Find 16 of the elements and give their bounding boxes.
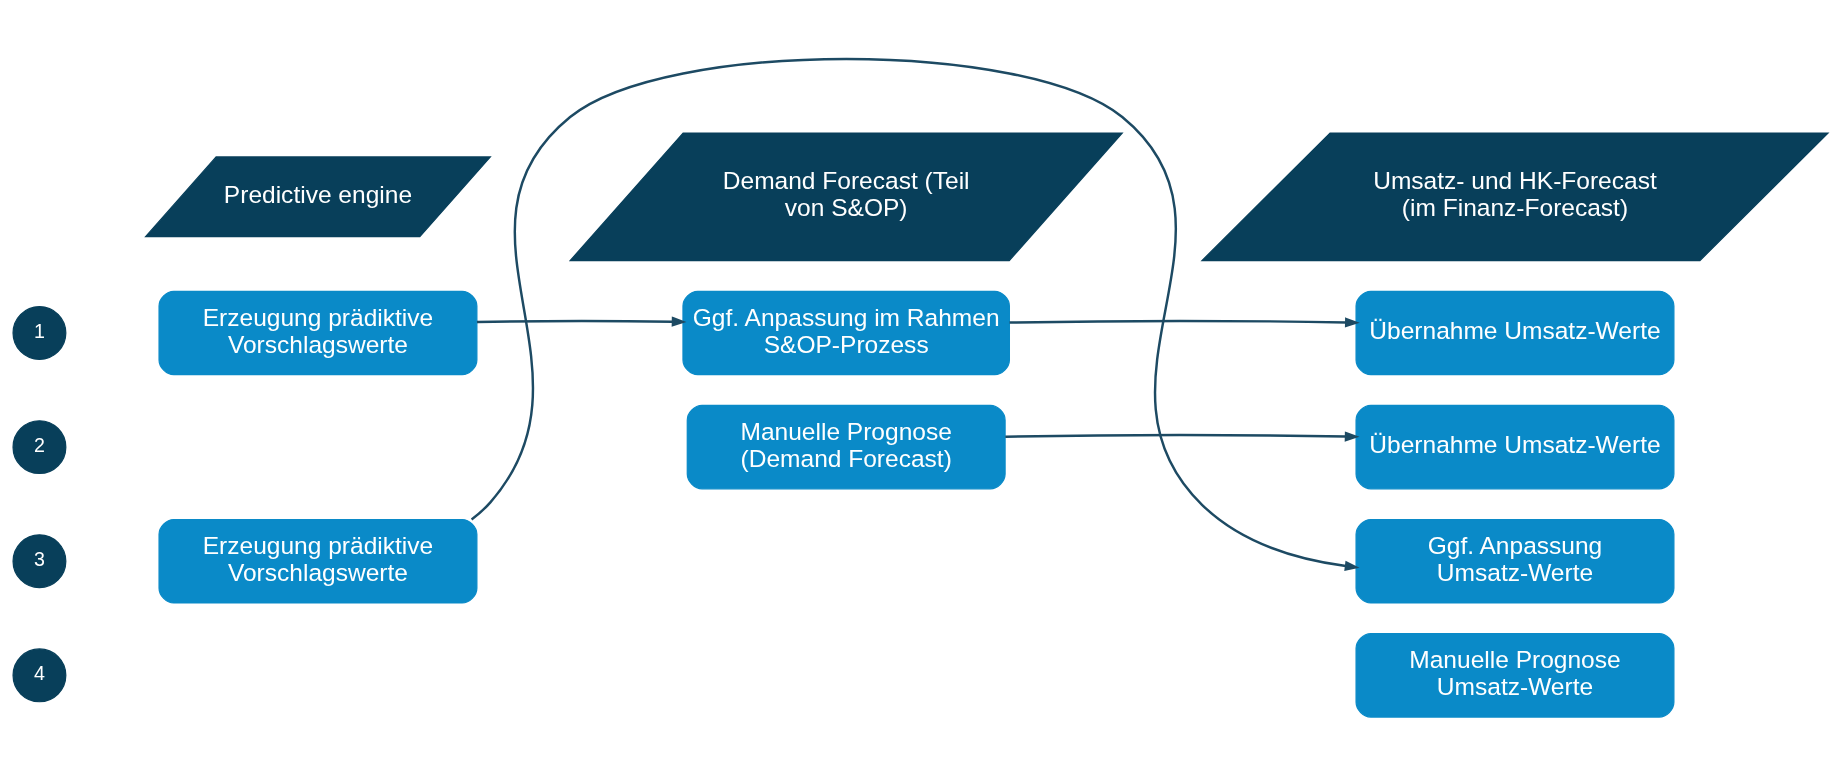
node-box: Erzeugung prädiktive Vorschlagswerte: [158, 290, 478, 376]
node-box: Übernahme Umsatz-Werte: [1355, 290, 1675, 376]
node-circle: 3: [12, 534, 67, 589]
node-box: Manuelle Prognose Umsatz-Werte: [1355, 633, 1675, 718]
node-box: Ggf. Anpassung Umsatz-Werte: [1355, 518, 1675, 604]
node-box: Übernahme Umsatz-Werte: [1355, 404, 1675, 490]
arrow: [476, 316, 687, 327]
node-box: Erzeugung prädiktive Vorschlagswerte: [158, 518, 478, 604]
node-circle: 1: [12, 306, 67, 360]
node-box: Manuelle Prognose (Demand Forecast): [686, 404, 1006, 490]
arrow: [1009, 317, 1360, 328]
node-box: Ggf. Anpassung im Rahmen S&OP-Prozess: [682, 290, 1010, 376]
arrow: [1005, 431, 1360, 442]
node-circle: 2: [12, 420, 67, 475]
node-circle: 4: [12, 648, 67, 703]
arrow: [470, 57, 1360, 572]
